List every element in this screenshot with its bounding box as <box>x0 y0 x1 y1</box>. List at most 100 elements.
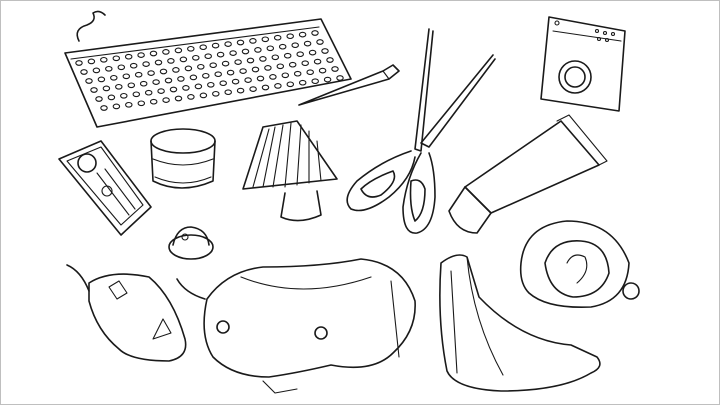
keyboard-key <box>137 52 145 58</box>
keyboard-key <box>274 83 282 89</box>
keyboard-key <box>219 80 227 87</box>
keyboard-key <box>212 90 220 97</box>
keyboard-key <box>249 38 257 44</box>
pen-drawing <box>298 64 400 106</box>
keyboard-key <box>331 66 339 72</box>
keyboard-key <box>97 76 106 83</box>
keyboard-key <box>246 57 255 64</box>
jar-drawing <box>150 128 216 189</box>
lamp-drawing <box>242 120 338 222</box>
keyboard-key <box>207 81 215 88</box>
keyboard-key <box>187 94 195 100</box>
washing-machine-drawing <box>540 16 626 112</box>
keyboard-key <box>75 60 83 66</box>
keyboard-key <box>125 101 133 108</box>
keyboard-key <box>169 86 178 93</box>
keyboard-key <box>271 54 280 61</box>
keyboard-key <box>142 61 150 67</box>
keyboard-key <box>226 69 235 76</box>
keyboard-key <box>308 49 317 56</box>
keyboard-key <box>241 48 250 55</box>
keyboard-key <box>139 80 148 87</box>
vr-headset-drawing <box>176 258 416 394</box>
keyboard-key <box>254 47 262 53</box>
keyboard-key <box>132 91 141 98</box>
keyboard-key <box>122 73 131 80</box>
keyboard-key <box>224 41 232 47</box>
keyboard-key <box>197 63 205 70</box>
keyboard-key <box>184 65 193 72</box>
keyboard-key <box>298 79 307 86</box>
keyboard-key <box>283 52 292 59</box>
keyboard-key <box>326 57 334 63</box>
keyboard-key <box>115 83 123 90</box>
keyboard-key <box>162 49 170 55</box>
keyboard-key <box>147 70 155 76</box>
keyboard-key <box>112 55 121 62</box>
keyboard-key <box>313 58 322 65</box>
keyboard-key <box>286 33 294 40</box>
keyboard-key <box>102 85 111 92</box>
keyboard-key <box>182 85 190 91</box>
keyboard-key <box>174 95 183 102</box>
keyboard-key <box>172 67 180 73</box>
keyboard-key <box>293 70 302 77</box>
keyboard-key <box>159 68 168 75</box>
keyboard-key <box>264 65 272 71</box>
keyboard-key <box>179 56 188 63</box>
keyboard-key <box>202 72 210 79</box>
keyboard-key <box>95 96 103 102</box>
keyboard-key <box>276 63 285 70</box>
keyboard-key <box>273 34 282 41</box>
keyboard-key <box>214 71 222 78</box>
keyboard-key <box>234 59 242 65</box>
keyboard-key <box>167 58 175 64</box>
keyboard-key <box>323 76 332 83</box>
keyboard-key <box>149 98 158 105</box>
controller-drawing <box>58 140 152 236</box>
keyboard-key <box>154 59 163 66</box>
keyboard-key <box>110 74 118 81</box>
keyboard-key <box>177 76 185 82</box>
keyboard-key <box>221 60 230 67</box>
keyboard-key <box>105 65 113 72</box>
keyboard-key <box>144 89 153 96</box>
keyboard-key <box>229 50 237 56</box>
keyboard-key <box>336 75 344 81</box>
keyboard-key <box>211 42 220 49</box>
keyboard-key <box>266 45 275 52</box>
keyboard-key <box>224 89 232 96</box>
keyboard-key <box>137 100 146 107</box>
keyboard-key <box>187 45 195 52</box>
helmet-drawing <box>519 220 640 309</box>
keyboard-key <box>129 62 138 69</box>
keyboard-key <box>100 105 108 111</box>
keyboard-key <box>189 74 198 81</box>
keyboard-key <box>301 60 309 67</box>
keyboard-key <box>291 42 299 49</box>
keyboard-key <box>124 53 133 60</box>
keyboard-key <box>199 92 208 99</box>
tube-drawing <box>448 114 608 234</box>
keyboard-key <box>204 53 212 60</box>
keyboard-key <box>152 79 160 85</box>
button-cap-drawing <box>168 226 214 260</box>
keyboard-key <box>199 44 207 51</box>
keyboard-key <box>149 50 158 57</box>
keyboard-key <box>134 71 143 78</box>
keyboard-key <box>261 84 270 91</box>
scissors-drawing <box>346 28 496 234</box>
keyboard-key <box>303 40 312 47</box>
keyboard-key <box>269 74 277 80</box>
keyboard-key <box>286 81 295 88</box>
keyboard-key <box>92 67 101 74</box>
keyboard-key <box>87 58 96 65</box>
keyboard-key <box>164 77 173 84</box>
keyboard-key <box>236 39 245 46</box>
keyboard-key <box>107 94 116 101</box>
keyboard-key <box>306 69 314 76</box>
keyboard-key <box>281 72 290 79</box>
keyboard-key <box>157 88 165 94</box>
